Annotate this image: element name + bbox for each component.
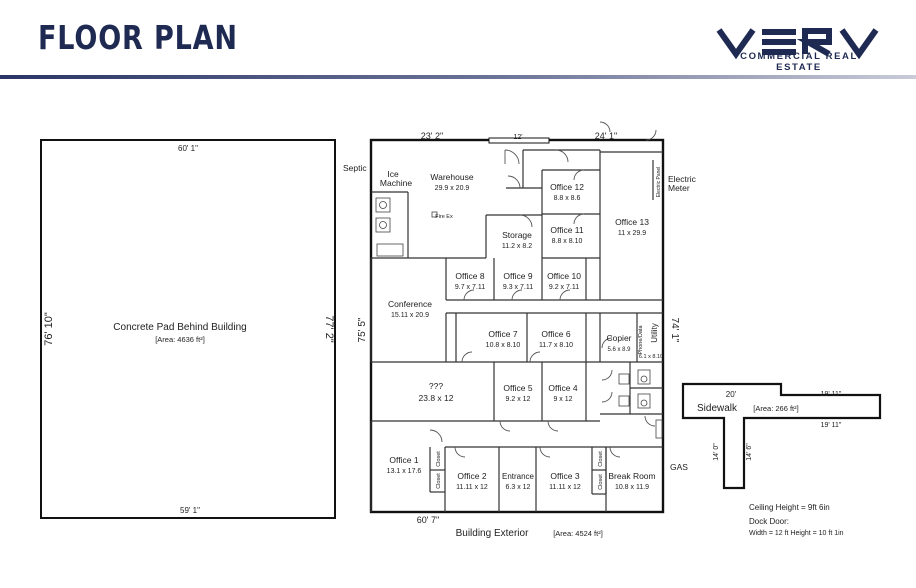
office2-name: Office 2 [457,471,486,481]
break-room-size: 10.8 x 11.9 [615,484,649,491]
brand-subtitle: COMMERCIAL REAL ESTATE [740,51,858,73]
office8-size: 9.7 x 7.11 [455,284,485,291]
bldg-dim-top-mid: 12' [513,134,522,141]
bldg-dim-right: 74' 1" [669,318,680,343]
break-room-name: Break Room [608,471,655,481]
pad-label: Concrete Pad Behind Building [113,322,246,333]
electric-label: Electric [668,174,697,184]
bldg-dim-top-left: 23' 2" [421,131,443,141]
dock-door-title: Dock Door: [749,517,789,526]
warehouse-name: Warehouse [430,172,473,182]
building-area: [Area: 4524 ft²] [553,529,603,538]
bldg-dim-left: 75' 5" [357,317,368,342]
pad-dim-left: 76' 10" [43,312,55,346]
office10-name: Office 10 [547,271,581,281]
office10-size: 9.2 x 7.11 [549,284,579,291]
office4-size: 9 x 12 [553,396,572,403]
unknown-room-size: 23.8 x 12 [419,393,454,403]
office5-name: Office 5 [503,383,532,393]
meter-label: Meter [668,183,690,193]
copier-size: 5.6 x 8.9 [607,347,631,353]
entrance-name: Entrance [502,472,535,481]
office13-size: 11 x 29.9 [618,230,646,237]
closet-label-4: Closet [598,474,604,490]
page-title: FLOOR PLAN [38,18,238,57]
office1-size: 13.1 x 17.6 [387,468,422,475]
copier-name: Copier [606,333,631,343]
sidewalk-dim-top-left: 20' [726,390,737,399]
dock-door-dims: Width = 12 ft Height = 10 ft 1in [749,530,844,537]
sidewalk-area: [Area: 266 ft²] [753,404,798,413]
office2-size: 11.11 x 12 [456,484,488,491]
fixtures [375,197,663,439]
septic-label: Septic [343,163,367,173]
utility-size: 6.1 x 8.10 [639,354,663,360]
office9-size: 9.3 x 7.11 [503,284,533,291]
pad-dim-bottom: 59' 1" [180,506,200,515]
office1-name: Office 1 [389,455,418,465]
office9-name: Office 9 [503,271,532,281]
office6-size: 11.7 x 8.10 [539,342,573,349]
closet-label-3: Closet [598,451,604,467]
office12-size: 8.8 x 8.6 [554,195,581,202]
sidewalk-dim-top-right: 19' 11" [821,391,842,398]
pad-dim-top: 60' 1" [178,144,198,153]
gas-label: GAS [670,462,688,472]
sidewalk-dim-bottom-right: 19' 11" [821,422,842,429]
sidewalk-outline [681,382,882,490]
pad-dim-right: 77' 2" [323,315,335,343]
storage-name: Storage [502,230,532,240]
warehouse-size: 29.9 x 20.9 [435,185,470,192]
building-label: Building Exterior [456,528,529,539]
pad-area: [Area: 4636 ft²] [155,335,205,344]
concrete-pad [40,139,336,519]
fire-ex-label: Fire Ex [435,214,453,220]
sidewalk-dim-stem: 14' 0" [713,443,720,461]
dock-door [488,137,550,144]
bldg-dim-top-right: 24' 1" [595,131,617,141]
closet-label-1: Closet [436,451,442,467]
sidewalk-dim-stem-right: 14' 6" [746,443,753,461]
utility-name: Utility [650,323,659,343]
header-rule [0,75,916,79]
electric-panel-label: Electric Panel [656,167,662,198]
office7-size: 10.8 x 8.10 [486,342,521,349]
office11-size: 8.8 x 8.10 [552,238,583,245]
office3-size: 11.11 x 12 [549,484,581,491]
unknown-room-name: ??? [429,381,443,391]
office4-name: Office 4 [548,383,577,393]
office12-name: Office 12 [550,182,584,192]
verv-logo [716,28,879,60]
closet-label-2: Closet [436,473,442,489]
office13-name: Office 13 [615,217,649,227]
door-swings [429,121,657,458]
sidewalk-label: Sidewalk [697,403,738,414]
bldg-dim-bottom: 60' 7" [417,515,439,525]
room-labels: Ice Machine Warehouse 29.9 x 20.9 Fire E… [380,167,663,491]
storage-size: 11.2 x 8.2 [502,243,532,250]
phone-data-label: Phone/Data [638,325,644,355]
office6-name: Office 6 [541,329,570,339]
ice-machine-label-2: Machine [380,178,412,188]
conference-size: 15.11 x 20.9 [391,312,429,319]
interior-walls [370,149,663,512]
conference-name: Conference [388,299,432,309]
office7-name: Office 7 [488,329,517,339]
office3-name: Office 3 [550,471,579,481]
ceiling-height-note: Ceiling Height = 9ft 6in [749,503,830,512]
entrance-size: 6.3 x 12 [506,484,531,491]
office5-size: 9.2 x 12 [506,396,531,403]
office8-name: Office 8 [455,271,484,281]
ice-machine-label-1: Ice [387,169,399,179]
office11-name: Office 11 [550,225,584,235]
